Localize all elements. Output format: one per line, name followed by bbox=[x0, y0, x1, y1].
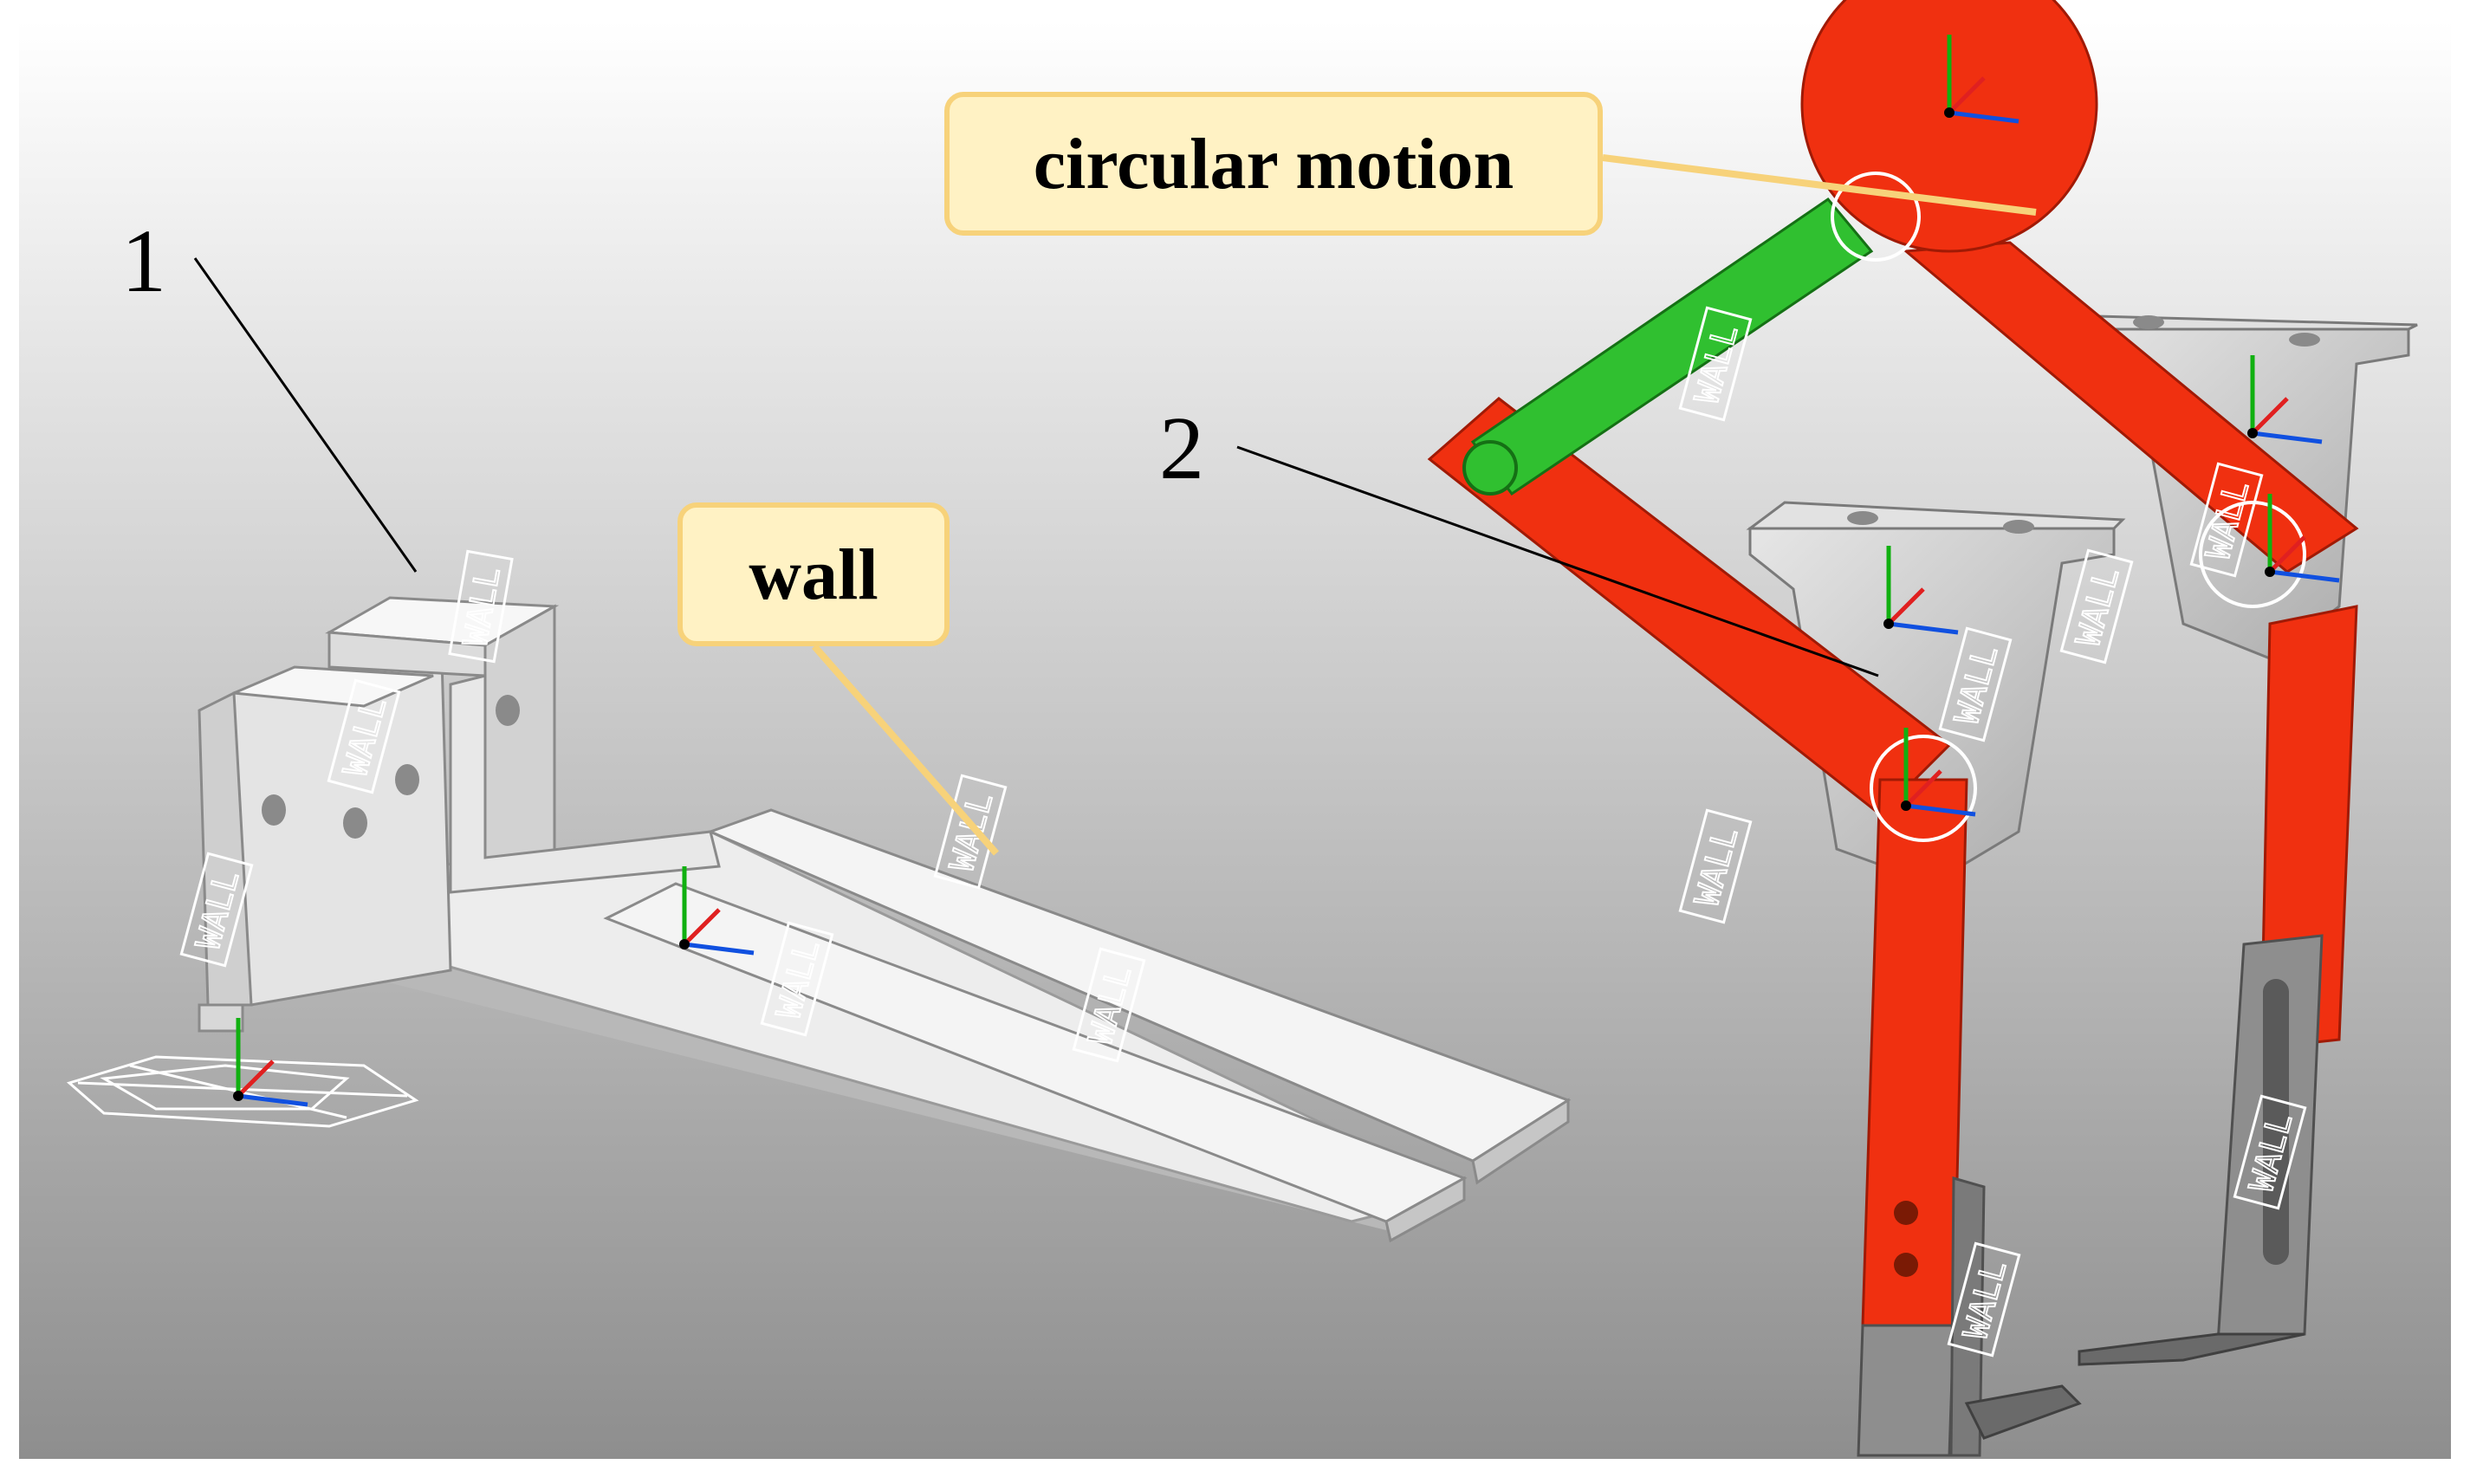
left-mount-bracket bbox=[1748, 527, 2116, 885]
bolt-hole bbox=[395, 764, 419, 795]
callout-circular-motion: circular motion bbox=[944, 92, 1603, 236]
coordinate-triads bbox=[233, 35, 2340, 1107]
left-lower-plate bbox=[1857, 1324, 1955, 1457]
part-2-label: 2 bbox=[1159, 399, 1204, 498]
callout-circular-motion-text: circular motion bbox=[1033, 123, 1514, 204]
green-pivot-pin bbox=[1462, 440, 1518, 496]
part-1-bracket bbox=[198, 596, 1572, 1243]
callout-wall: wall bbox=[677, 502, 950, 646]
left-pivot-joint bbox=[1870, 735, 1977, 842]
part-2-mechanism bbox=[1427, 0, 2418, 1457]
circular-motion-leader bbox=[1602, 154, 2037, 216]
axis-triad bbox=[1944, 35, 2019, 124]
part-2-leader bbox=[1236, 445, 1879, 677]
wall-leader bbox=[811, 644, 1000, 856]
bolt-hole bbox=[496, 695, 520, 726]
axis-triad bbox=[1901, 728, 1976, 817]
part-1-leader bbox=[193, 257, 418, 573]
crank-disk bbox=[1800, 0, 2098, 253]
bracket-back-wall bbox=[232, 657, 452, 1007]
callout-wall-text: wall bbox=[749, 534, 878, 615]
right-red-arm-vertical bbox=[2259, 605, 2358, 1050]
left-red-vertical-arm bbox=[1861, 778, 1968, 1327]
bolt-hole bbox=[262, 794, 286, 826]
part-1-label: 1 bbox=[121, 211, 166, 311]
axis-triad bbox=[1883, 546, 1959, 635]
axis-triad bbox=[679, 866, 755, 956]
axis-triad bbox=[2265, 494, 2340, 583]
wall-tag: WALL bbox=[448, 549, 514, 664]
bolt-hole bbox=[343, 807, 367, 839]
bracket-top-block-1 bbox=[233, 665, 434, 708]
right-pivot-joint bbox=[2199, 501, 2306, 608]
axis-triad bbox=[233, 1018, 308, 1107]
axis-triad bbox=[2247, 355, 2323, 444]
